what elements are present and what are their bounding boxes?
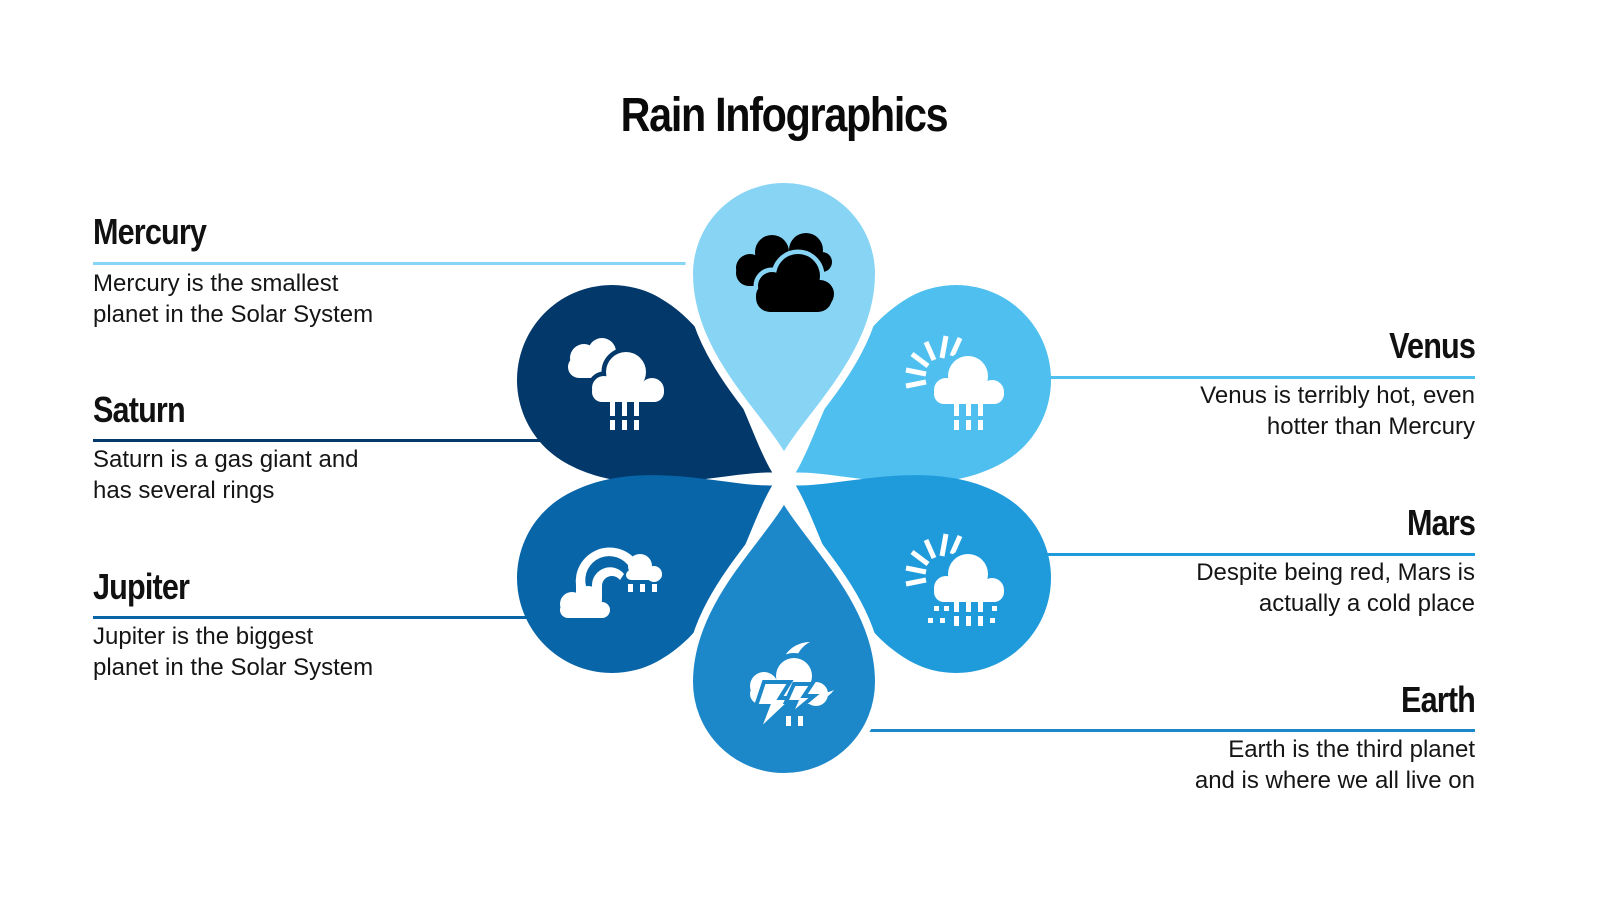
venus-rule [1040, 376, 1475, 379]
sun-cloud-sleet-icon [905, 533, 1004, 626]
sun-cloud-rain-icon [905, 335, 1004, 430]
mercury-description: Mercury is the smallest planet in the So… [93, 270, 374, 328]
earth-description: Earth is the third planet and is where w… [1194, 736, 1475, 794]
mars-block: Mars Despite being red, Mars is actually… [1085, 502, 1476, 619]
cloudy-icon [736, 233, 834, 312]
earth-rule [860, 729, 1475, 732]
jupiter-description: Jupiter is the biggest planet in the Sol… [93, 623, 374, 681]
jupiter-block: Jupiter Jupiter is the biggest planet in… [93, 567, 483, 683]
mars-heading: Mars [1406, 502, 1476, 543]
moon-thunderstorm-icon [750, 642, 834, 734]
mercury-heading: Mercury [93, 211, 207, 252]
venus-description: Venus is terribly hot, even hotter than … [1200, 382, 1475, 440]
saturn-block: Saturn Saturn is a gas giant and has sev… [93, 390, 483, 506]
jupiter-heading: Jupiter [93, 566, 190, 607]
rainbow-rain-icon [560, 547, 662, 618]
jupiter-rule [93, 616, 533, 619]
venus-heading: Venus [1389, 325, 1476, 366]
saturn-rule [93, 439, 553, 442]
mars-description: Despite being red, Mars is actually a co… [1196, 559, 1475, 617]
mars-rule [1040, 553, 1475, 556]
earth-heading: Earth [1401, 679, 1476, 720]
venus-block: Venus Venus is terribly hot, even hotter… [1085, 325, 1476, 442]
earth-block: Earth Earth is the third planet and is w… [1085, 679, 1476, 796]
cloud-rain-icon [568, 338, 664, 430]
saturn-heading: Saturn [93, 389, 186, 430]
mercury-block: Mercury Mercury is the smallest planet i… [93, 212, 483, 330]
page-title: Rain Infographics [620, 89, 949, 142]
saturn-description: Saturn is a gas giant and has several ri… [93, 446, 359, 504]
mercury-rule [93, 262, 698, 265]
